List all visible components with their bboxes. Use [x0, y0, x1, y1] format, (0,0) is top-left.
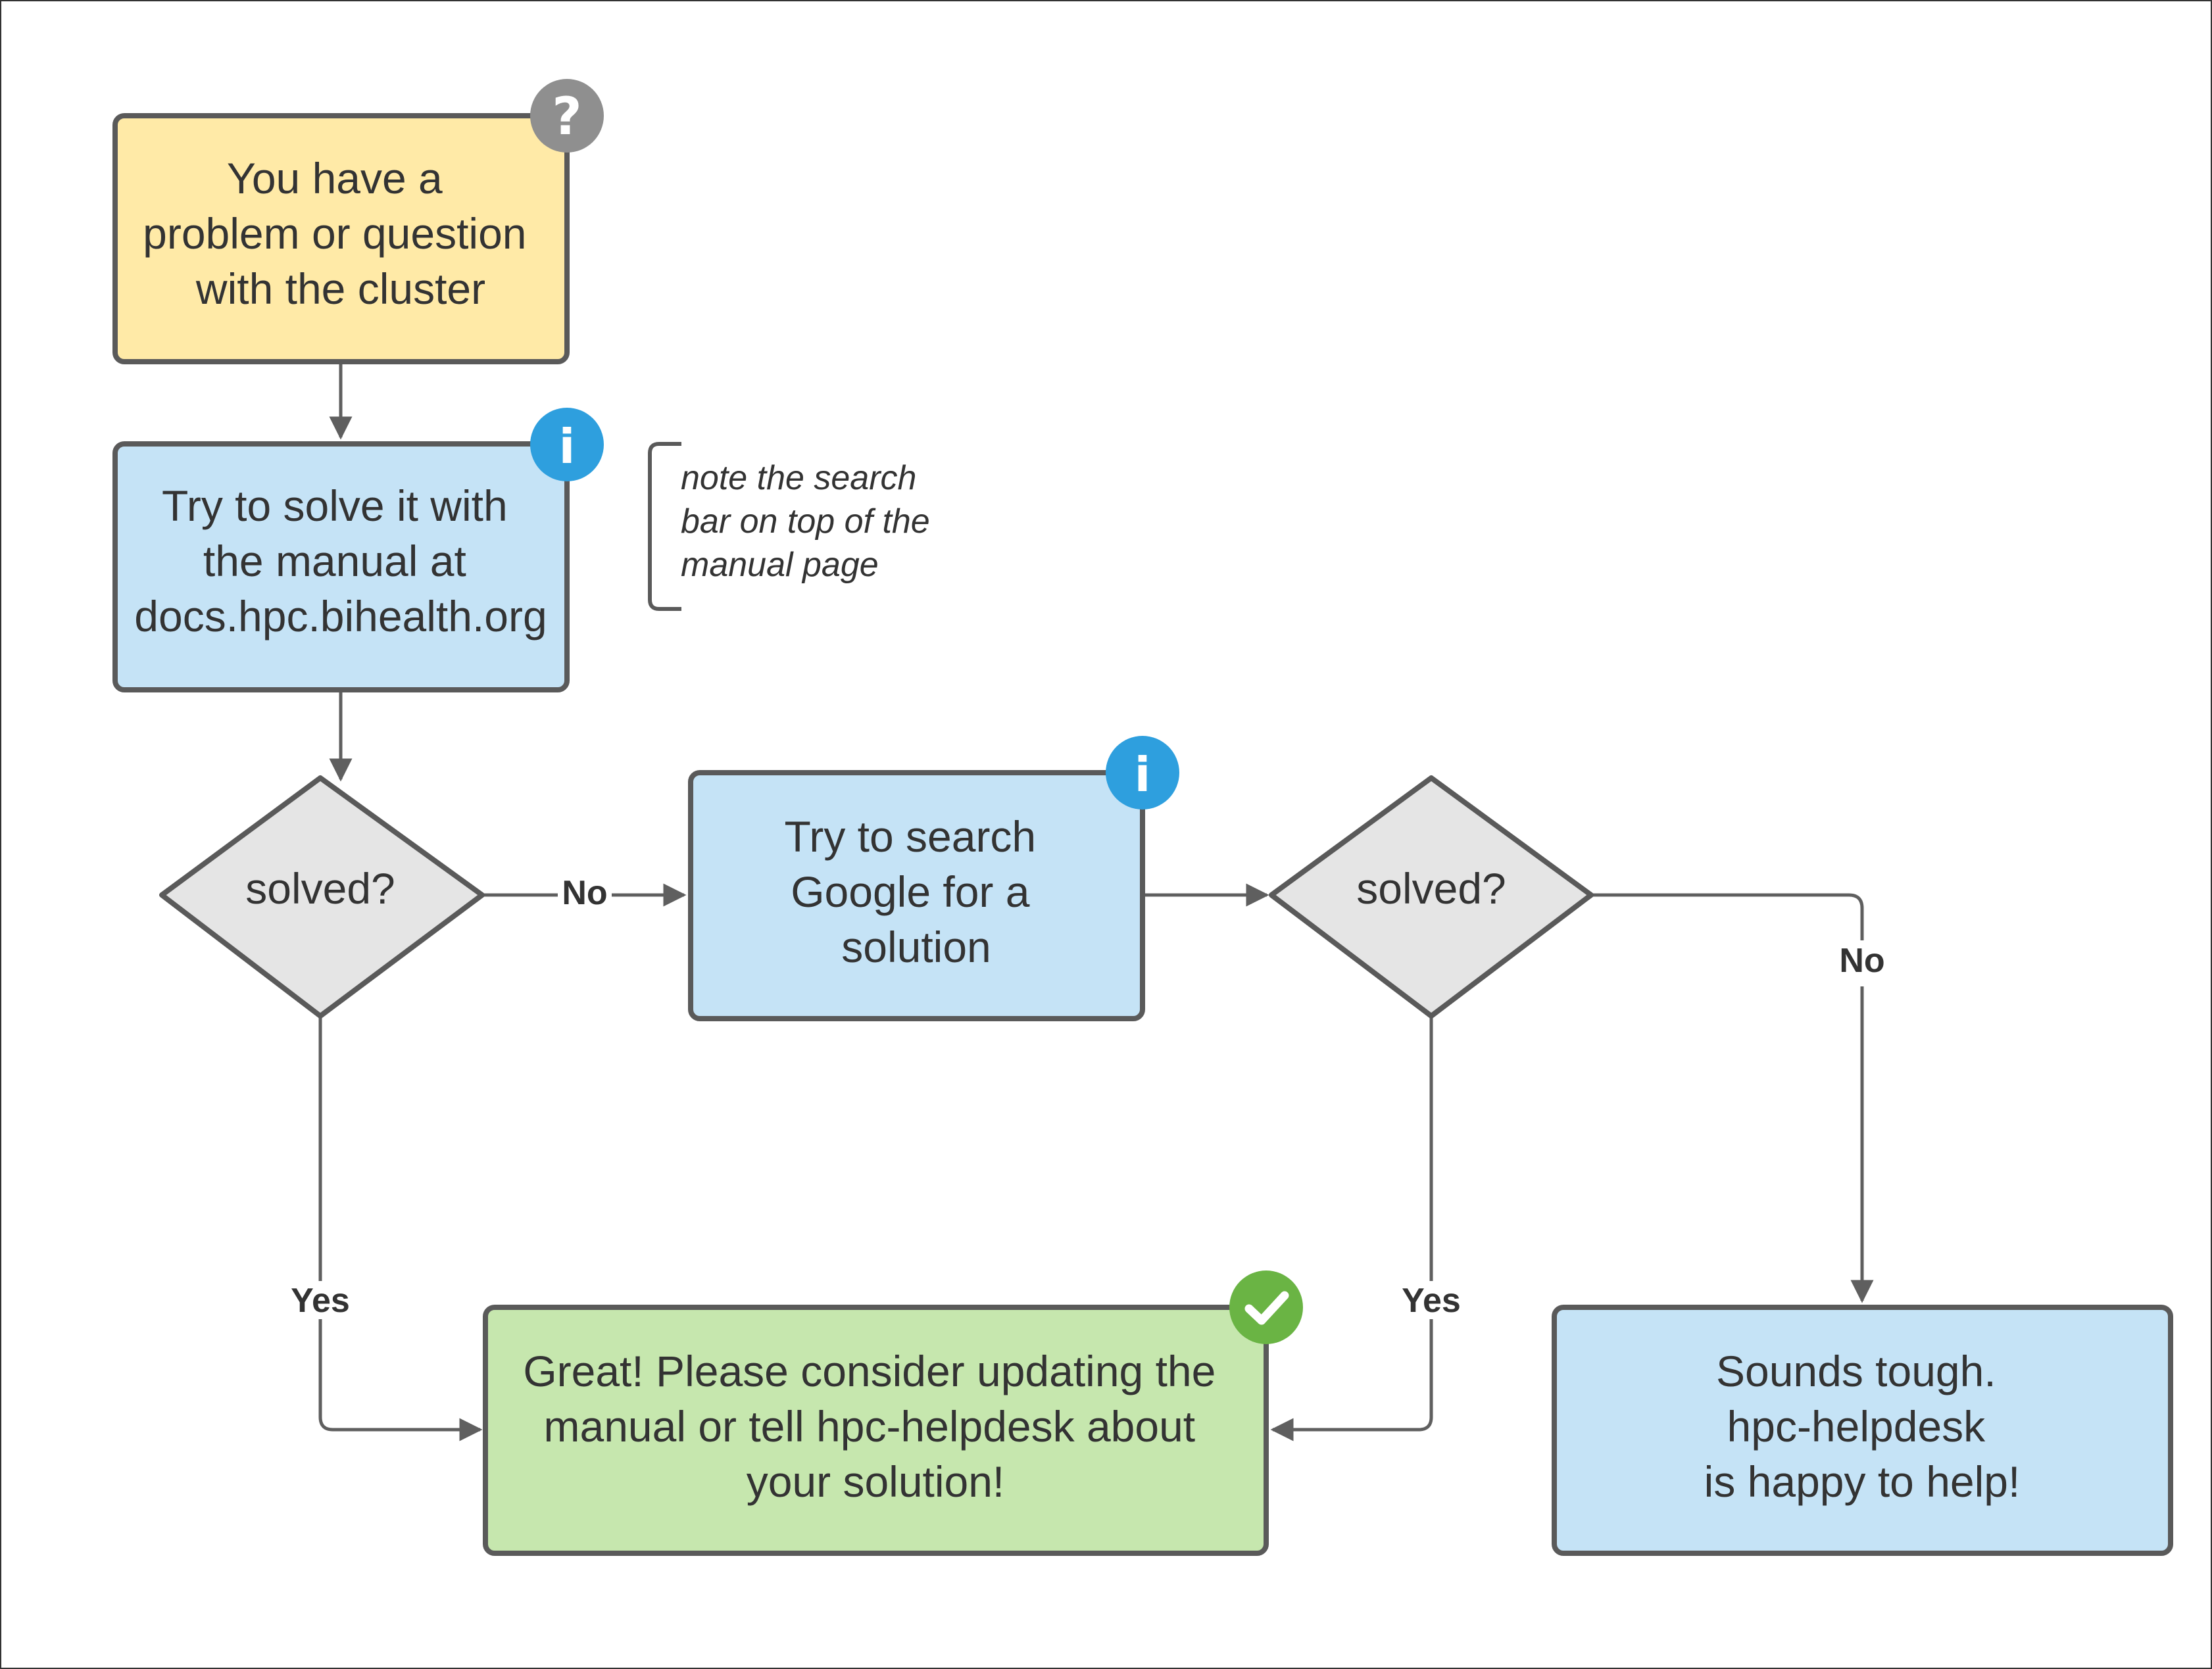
arrow-solved2-no-to-tough — [1591, 893, 1874, 1303]
svg-text:note the search bar on t: note the search bar on top of the manual… — [681, 459, 939, 584]
edge-label-no-1: No — [562, 874, 607, 912]
node-problem-line-1: You have a — [227, 154, 443, 203]
node-google-line-3: solution — [841, 923, 991, 971]
arrow-solved2-yes-to-great — [1270, 1016, 1433, 1441]
svg-text:Try to search Google for: Try to search Google for a solution — [784, 812, 1048, 971]
note-bracket — [648, 442, 681, 611]
svg-text:Try to solve it with the: Try to solve it with the manual at docs.… — [134, 481, 547, 641]
edge-label-no-2: No — [1839, 942, 1884, 980]
node-tough-line-1: Sounds tough. — [1716, 1347, 1996, 1395]
svg-text:i: i — [559, 419, 576, 474]
decision-solved-2-label: solved? — [1356, 864, 1506, 913]
svg-text:i: i — [1135, 747, 1151, 802]
svg-text:Sounds tough. hpc-helpde: Sounds tough. hpc-helpdesk is happy to h… — [1704, 1347, 2021, 1506]
node-great-line-3: your solution! — [747, 1457, 1005, 1506]
edge-label-yes-1: Yes — [291, 1282, 350, 1320]
decision-solved-1-label: solved? — [245, 864, 395, 913]
connectors — [318, 363, 1874, 1441]
info-icon: i — [1106, 736, 1179, 810]
node-manual: Try to solve it with the manual at docs.… — [112, 441, 570, 692]
node-manual-line-1: Try to solve it with — [162, 481, 508, 530]
question-icon: ? — [530, 79, 604, 153]
svg-text:Great! Please consider updatin: Great! Please consider updating the manu… — [523, 1347, 1227, 1506]
node-great-line-2: manual or tell hpc-helpdesk about — [544, 1402, 1196, 1451]
svg-text:?: ? — [552, 87, 581, 147]
node-problem-line-3: with the cluster — [195, 264, 485, 313]
check-icon — [1229, 1270, 1303, 1344]
info-icon: i — [530, 408, 604, 481]
decision-solved-1: solved? — [159, 775, 485, 1019]
node-great-line-1: Great! Please consider updating the — [523, 1347, 1216, 1395]
node-google-line-1: Try to search — [784, 812, 1036, 861]
note-line-3: manual page — [681, 546, 879, 584]
edge-labels: No Yes No Yes — [282, 874, 1889, 1320]
note-annotation: note the search bar on top of the manual… — [648, 442, 939, 611]
node-great: Great! Please consider updating the manu… — [483, 1305, 1269, 1556]
decision-solved-2: solved? — [1269, 775, 1594, 1019]
node-tough-line-2: hpc-helpdesk — [1727, 1402, 1986, 1451]
note-line-1: note the search — [681, 459, 916, 497]
node-google: Try to search Google for a solution — [688, 770, 1145, 1021]
node-manual-line-2: the manual at — [203, 537, 466, 585]
edge-label-yes-2: Yes — [1402, 1282, 1461, 1320]
node-problem-line-2: problem or question — [143, 209, 526, 258]
node-problem: You have a problem or question with the … — [112, 113, 570, 364]
note-line-2: bar on top of the — [681, 502, 930, 541]
node-google-line-2: Google for a — [791, 867, 1030, 916]
node-manual-line-3: docs.hpc.bihealth.org — [134, 592, 547, 641]
svg-text:You have a problem or qu: You have a problem or question with the … — [143, 154, 539, 313]
node-tough-line-3: is happy to help! — [1704, 1457, 2021, 1506]
node-tough: Sounds tough. hpc-helpdesk is happy to h… — [1552, 1305, 2173, 1556]
arrow-solved-yes-to-great — [318, 1016, 483, 1441]
